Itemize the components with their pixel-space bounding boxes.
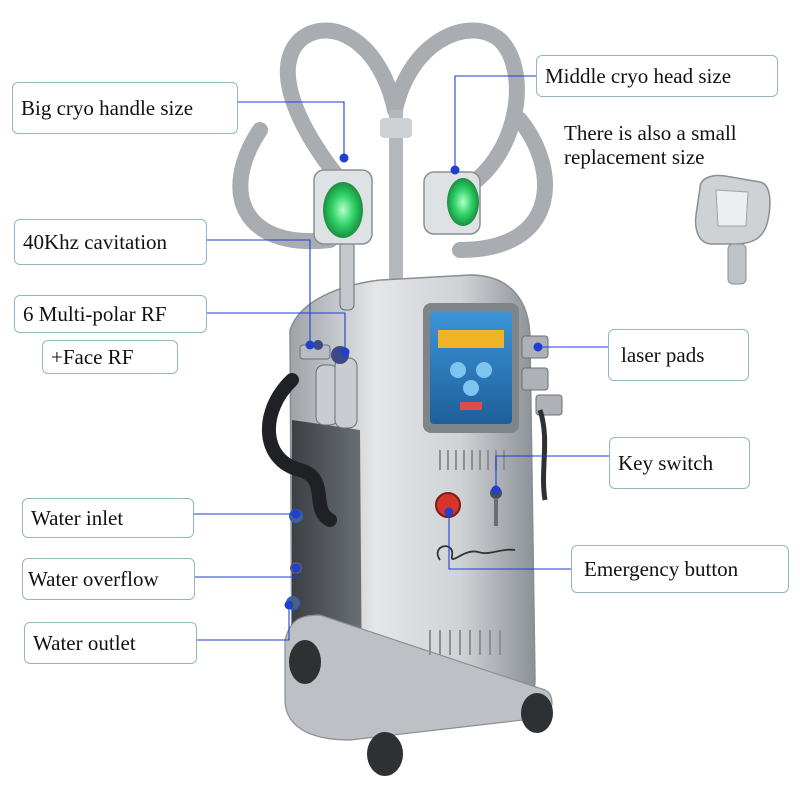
label-laser-pads: laser pads <box>608 329 749 381</box>
label-water-inlet: Water inlet <box>22 498 194 538</box>
label-middle-cryo-head-size: Middle cryo head size <box>536 55 778 97</box>
black-cable <box>262 373 337 527</box>
label-water-overflow: Water overflow <box>22 558 195 600</box>
label-face-rf: +Face RF <box>42 340 178 374</box>
label-water-outlet: Water outlet <box>24 622 197 664</box>
leader-lines <box>194 75 610 641</box>
vent-grilles <box>429 450 505 655</box>
big-cryo-handle-shape <box>313 169 373 245</box>
leader-dots <box>284 153 543 610</box>
replacement-size-note-line1: There is also a small <box>564 121 737 145</box>
label-40khz-cavitation: 40Khz cavitation <box>14 219 207 265</box>
wheels <box>289 640 553 776</box>
label-big-cryo-handle-size: Big cryo handle size <box>12 82 238 134</box>
replacement-size-note-line2: replacement size <box>564 145 705 169</box>
rf-handles <box>299 239 358 429</box>
label-emergency-button: Emergency button <box>571 545 789 593</box>
brand-logo-mark <box>436 545 516 561</box>
cryo-hoses <box>232 22 553 258</box>
small-replacement-head-shape <box>694 174 771 285</box>
middle-cryo-head-shape <box>423 171 481 235</box>
center-pole <box>389 110 403 300</box>
label-key-switch: Key switch <box>609 437 750 489</box>
label-6-multi-polar-rf: 6 Multi-polar RF <box>14 295 207 333</box>
emergency-button-shape <box>435 492 461 518</box>
